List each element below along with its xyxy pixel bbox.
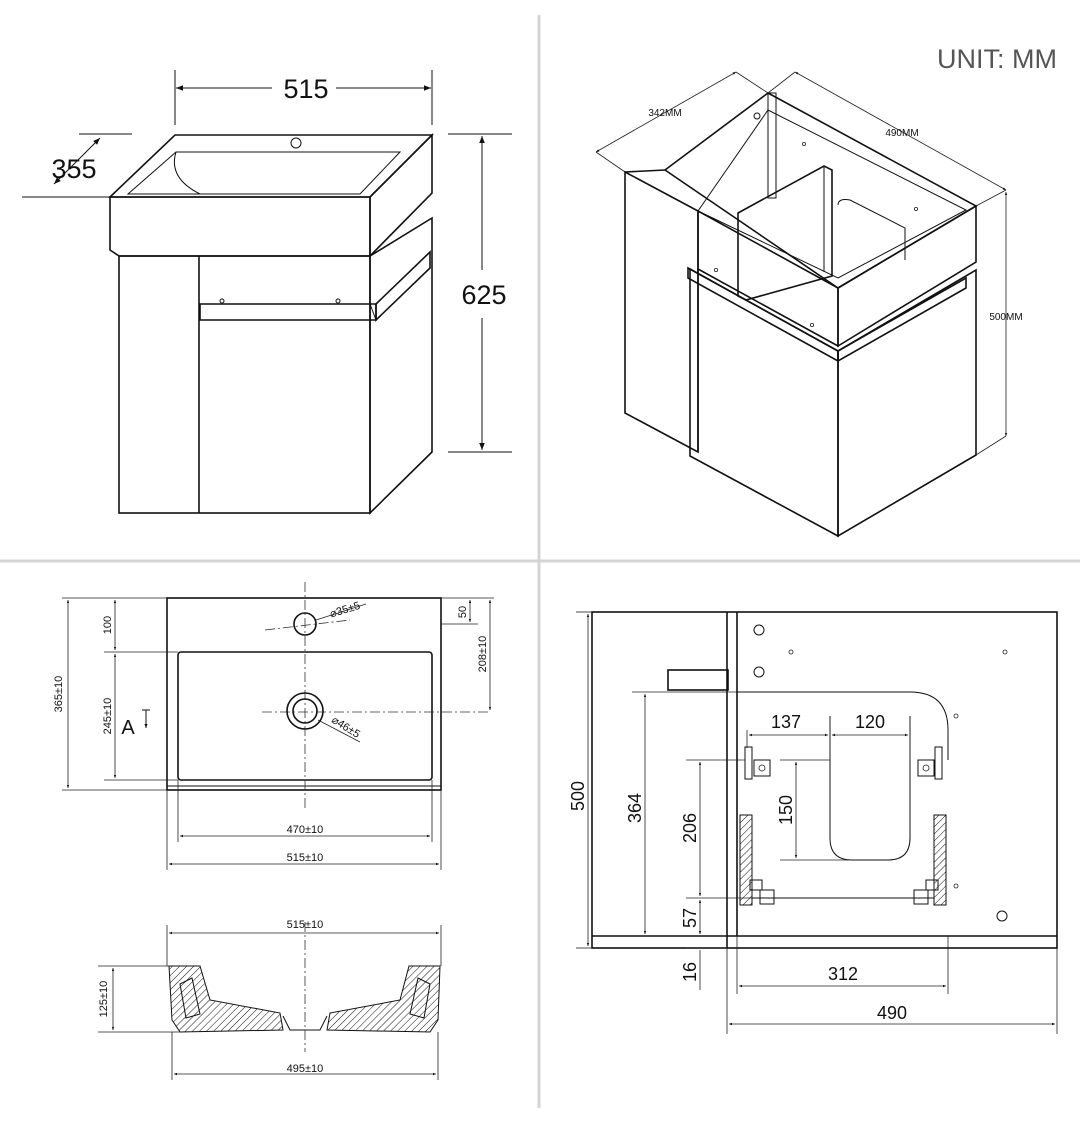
iso-width-label: 490MM [885,128,918,139]
tap-hole-label: ⌀35±5 [329,600,362,621]
section-height-label: 125±10 [98,981,110,1018]
unit-label: UNIT: MM [937,44,1057,74]
cab-312-label: 312 [828,964,858,984]
cabinet-side-view: 137 120 150 500 364 206 57 16 312 [568,611,1058,1034]
cab-364-label: 364 [625,793,645,823]
front-view: 515 355 625 [22,70,512,515]
section-top-width-label: 515±10 [287,919,324,931]
drain-offset-label: 208±10 [477,636,489,673]
isometric-view: 342MM 490MM 500MM [595,71,1023,538]
basin-section-view: 515±10 125±10 495±10 [98,919,442,1080]
section-marker: A [121,717,135,739]
front-height-label: 625 [461,280,506,310]
front-width-label: 515 [283,74,328,104]
cab-120-label: 120 [855,712,885,732]
panel-separators [0,15,1080,1108]
back-rim-label: 100 [102,616,114,634]
cab-206-label: 206 [680,813,700,843]
drain-hole-label: ⌀46±5 [329,714,362,741]
section-bottom-width-label: 495±10 [287,1063,324,1075]
cab-490-label: 490 [877,1003,907,1023]
iso-height-label: 500MM [989,312,1022,323]
edge-offset-label: 50 [457,606,469,618]
front-depth-label: 355 [51,154,96,184]
basin-top-view: ⌀35±5 ⌀46±5 50 208±10 365±10 100 245±10 … [53,582,494,870]
cab-500-label: 500 [568,781,588,811]
inner-width-label: 470±10 [287,824,324,836]
inner-depth-label: 245±10 [102,698,114,735]
cab-16-label: 16 [680,962,700,982]
iso-depth-label: 342MM [648,108,681,119]
cab-57-label: 57 [680,908,700,928]
overall-depth-label: 365±10 [53,676,65,713]
cab-150-label: 150 [776,795,796,825]
cab-137-label: 137 [771,712,801,732]
outer-width-label: 515±10 [287,852,324,864]
